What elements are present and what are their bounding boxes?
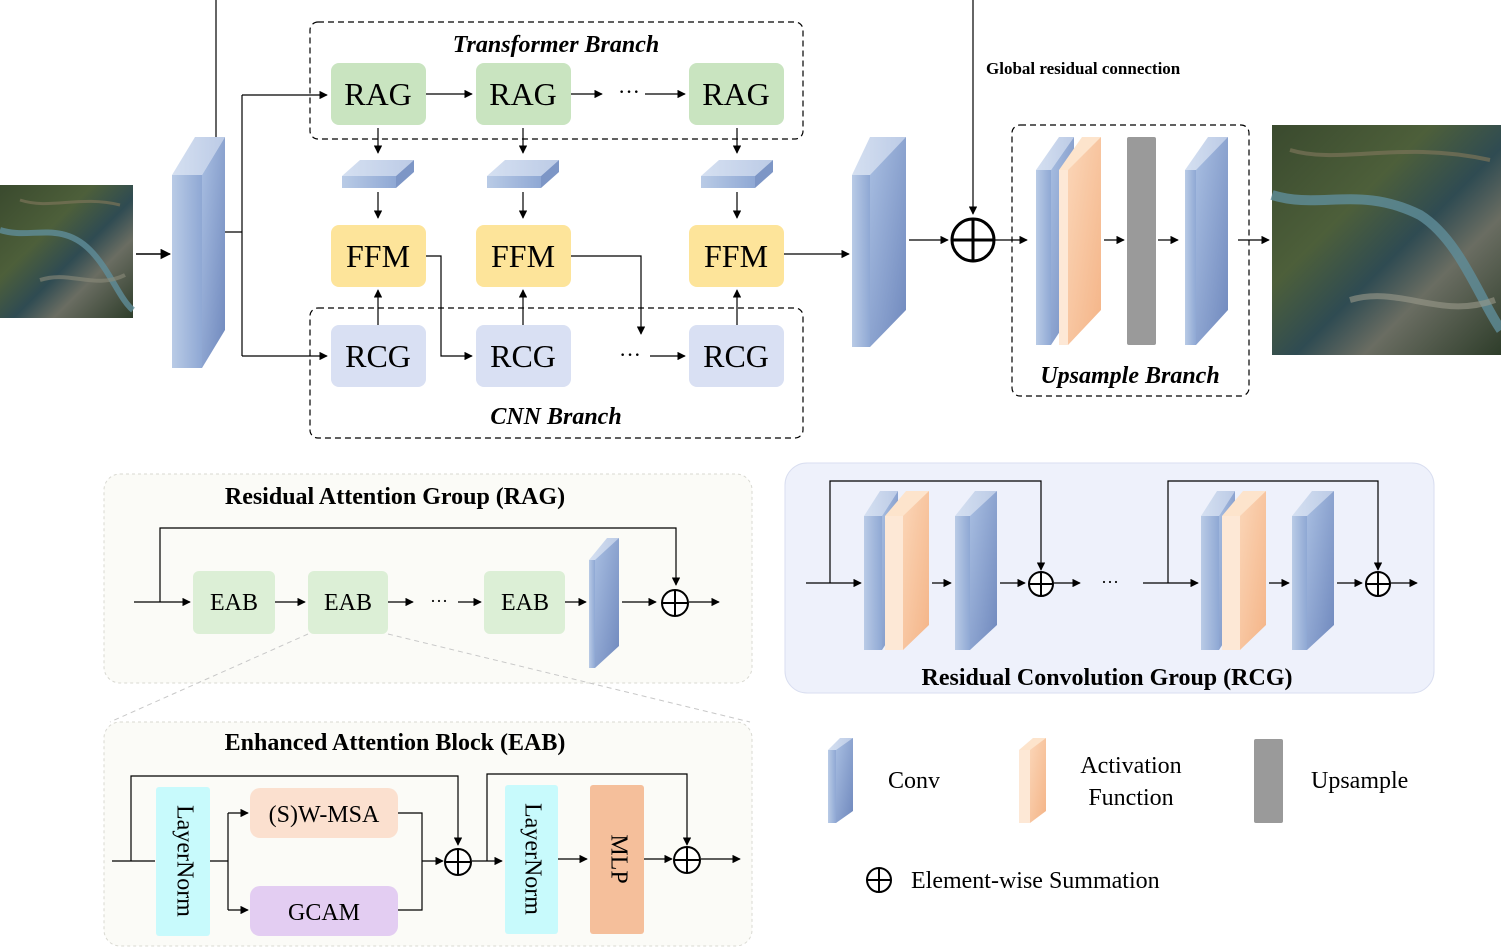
sum-icon: [866, 867, 892, 893]
rcg-block-n: RCG: [689, 325, 784, 387]
conv-block-icon: [828, 738, 853, 823]
rcg-label: RCG: [703, 338, 769, 374]
ffm-label: FFM: [346, 238, 410, 274]
sum-icon: [444, 848, 472, 876]
ffm-label: FFM: [491, 238, 555, 274]
eab-label: EAB: [501, 590, 549, 616]
mlp-block: MLP: [590, 785, 644, 934]
eab-panel-title: Enhanced Attention Block (EAB): [225, 730, 566, 756]
transformer-branch-label: Transformer Branch: [453, 32, 659, 58]
sum-icon: [673, 846, 701, 874]
rag-block-2: RAG: [476, 63, 571, 125]
layernorm-label: LayerNorm: [171, 805, 197, 917]
sum-icon: [1365, 571, 1391, 597]
ffm-block-1: FFM: [331, 225, 426, 287]
legend-sum-label: Element-wise Summation: [911, 868, 1160, 894]
rag-block-1: RAG: [331, 63, 426, 125]
rcg-ellipsis: ···: [619, 342, 641, 367]
rcg-block-1: RCG: [331, 325, 426, 387]
gcam-label: GCAM: [288, 900, 360, 926]
ffm-block-2: FFM: [476, 225, 571, 287]
upsample-block-icon: [1254, 739, 1283, 823]
rcg-panel-title: Residual Convolution Group (RCG): [922, 665, 1293, 691]
eab-block-2: EAB: [308, 571, 388, 634]
feature-slab-2: [487, 160, 559, 188]
ffm-label: FFM: [704, 238, 768, 274]
rcg-block-2: RCG: [476, 325, 571, 387]
gcam-block: GCAM: [250, 886, 398, 936]
rag-label: RAG: [489, 76, 557, 112]
wmsa-block: (S)W-MSA: [250, 788, 398, 838]
legend-conv-label: Conv: [888, 768, 940, 794]
rag-label: RAG: [702, 76, 770, 112]
shallow-conv-block: [172, 137, 225, 368]
sum-icon: [1028, 571, 1054, 597]
rcg-conv-1b: [955, 491, 997, 650]
rag-panel-title: Residual Attention Group (RAG): [225, 484, 565, 510]
legend-upsample-label: Upsample: [1311, 768, 1408, 794]
rag-block-n: RAG: [689, 63, 784, 125]
deep-conv-block: [852, 137, 906, 347]
rcg-label: RCG: [345, 338, 411, 374]
upsample-branch-box: [1011, 124, 1250, 397]
rcg-panel-ellipsis: ···: [1101, 572, 1119, 592]
rag-panel-ellipsis: ···: [430, 591, 448, 611]
rag-label: RAG: [344, 76, 412, 112]
layernorm-2: LayerNorm: [505, 785, 558, 934]
input-image: [0, 185, 136, 318]
feature-slab-1: [342, 160, 414, 188]
rcg-activation-2: [1222, 491, 1266, 650]
rcg-conv-2b: [1292, 491, 1334, 650]
mlp-label: MLP: [605, 834, 631, 883]
eab-label: EAB: [324, 590, 372, 616]
feature-slab-n: [701, 160, 773, 188]
layernorm-label: LayerNorm: [519, 803, 545, 915]
sum-icon: [950, 217, 996, 263]
wmsa-label: (S)W-MSA: [269, 802, 380, 828]
rag-conv-block: [589, 538, 619, 668]
legend-activation-line1: Activation: [1080, 753, 1181, 779]
upsample-activation-block: [1059, 137, 1101, 345]
output-image: [1270, 125, 1501, 355]
eab-block-1: EAB: [193, 571, 275, 634]
legend: Conv Activation Function Upsample Elemen…: [828, 738, 1408, 894]
ffm-block-n: FFM: [689, 225, 784, 287]
eab-label: EAB: [210, 590, 258, 616]
layernorm-1: LayerNorm: [156, 787, 210, 936]
legend-activation-line2: Function: [1088, 785, 1173, 811]
eab-block-n: EAB: [484, 571, 565, 634]
cnn-branch-label: CNN Branch: [490, 404, 621, 430]
rcg-label: RCG: [490, 338, 556, 374]
reconstruction-conv-block: [1185, 137, 1228, 345]
rcg-activation-1: [885, 491, 929, 650]
activation-block-icon: [1019, 738, 1046, 823]
sum-icon: [661, 589, 689, 617]
rag-ellipsis: ···: [618, 79, 640, 104]
global-residual-label: Global residual connection: [986, 59, 1181, 78]
rcg-detail-panel: [784, 462, 1435, 694]
cnn-branch-box: [309, 307, 804, 439]
transformer-branch-box: [309, 21, 804, 140]
upsample-layer: [1127, 137, 1156, 345]
upsample-branch-label: Upsample Branch: [1040, 363, 1219, 389]
